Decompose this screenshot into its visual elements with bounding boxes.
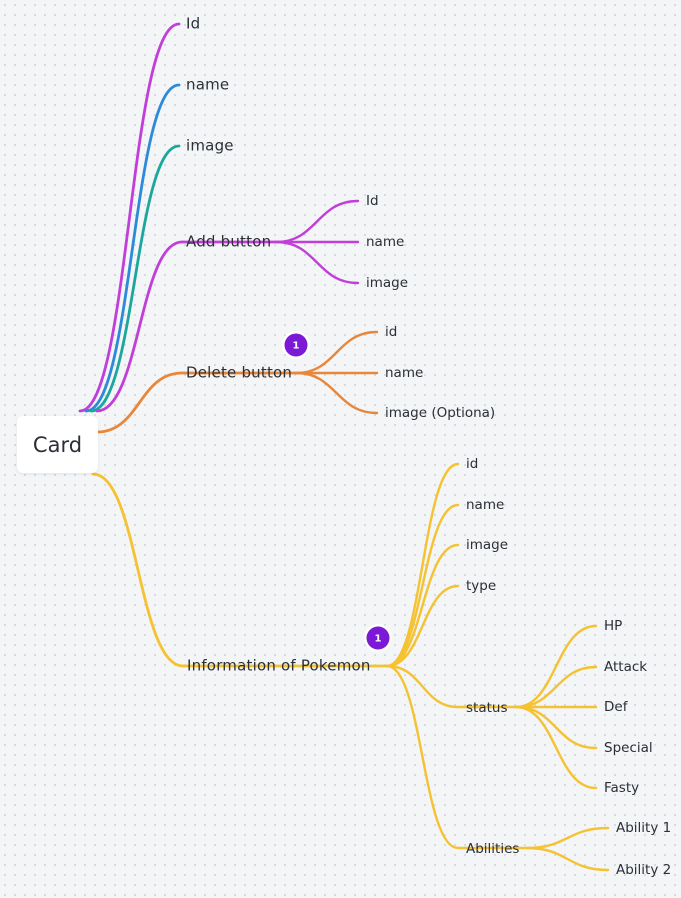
node-add-button-id[interactable]: Id (366, 193, 379, 209)
node-information-of-pokemon-image[interactable]: image (466, 537, 508, 553)
node-name[interactable]: name (186, 76, 229, 94)
edge-delete-button-image-optiona (294, 371, 379, 415)
node-delete-button-id[interactable]: id (385, 324, 397, 340)
edge-information-of-pokemon-name (385, 503, 460, 668)
edge-status-special (514, 705, 598, 750)
node-add-button-image[interactable]: image (366, 275, 408, 291)
node-id[interactable]: Id (186, 15, 200, 33)
node-status-def[interactable]: Def (604, 699, 629, 715)
node-abilities-ability-1[interactable]: Ability 1 (616, 820, 671, 836)
edge-delete-button-id (294, 330, 379, 375)
edge-information-of-pokemon-abilities (385, 664, 460, 850)
node-information-of-pokemon-type[interactable]: type (466, 578, 496, 594)
edge-image (89, 144, 181, 413)
badge-information-of-pokemon[interactable]: 1 (364, 624, 392, 652)
node-information-of-pokemon-abilities[interactable]: Abilities (466, 841, 519, 857)
root-node-card[interactable]: Card (17, 416, 98, 473)
edge-add-button (95, 240, 184, 413)
node-status-hp[interactable]: HP (604, 618, 622, 634)
node-delete-button-image-optiona[interactable]: image (Optiona) (385, 405, 495, 421)
edge-id (78, 22, 181, 413)
edge-name (84, 83, 181, 413)
edge-abilities-ability-2 (525, 846, 610, 872)
node-status-fasty[interactable]: Fasty (604, 780, 639, 796)
node-status-attack[interactable]: Attack (604, 659, 647, 675)
node-delete-button[interactable]: Delete button (186, 364, 292, 382)
edge-information-of-pokemon (91, 472, 185, 668)
edge-status-attack (514, 665, 598, 709)
edge-delete-button (95, 371, 184, 434)
node-information-of-pokemon-id[interactable]: id (466, 456, 478, 472)
badge-information-of-pokemon-dot (366, 626, 390, 650)
edge-information-of-pokemon-image (385, 543, 460, 668)
node-image[interactable]: image (186, 137, 234, 155)
badge-information-of-pokemon-count: 1 (375, 634, 382, 645)
edge-add-button-image (274, 240, 360, 285)
node-add-button-name[interactable]: name (366, 234, 404, 250)
edge-abilities-ability-1 (525, 826, 610, 850)
node-add-button[interactable]: Add button (186, 233, 271, 251)
edge-status-hp (514, 624, 598, 709)
edge-information-of-pokemon-id (385, 462, 460, 668)
node-information-of-pokemon[interactable]: Information of Pokemon (187, 657, 371, 675)
badge-delete-button-dot (284, 333, 308, 357)
root-node-label: Card (32, 432, 83, 457)
node-delete-button-name[interactable]: name (385, 365, 423, 381)
edge-information-of-pokemon-type (385, 584, 460, 668)
edge-information-of-pokemon-status (385, 664, 460, 709)
edge-add-button-id (274, 199, 360, 244)
badge-delete-button[interactable]: 1 (282, 331, 310, 359)
node-information-of-pokemon-status[interactable]: status (466, 700, 507, 716)
node-status-special[interactable]: Special (604, 740, 653, 756)
edge-status-fasty (514, 705, 598, 790)
node-information-of-pokemon-name[interactable]: name (466, 497, 504, 513)
node-abilities-ability-2[interactable]: Ability 2 (616, 862, 671, 878)
badge-delete-button-count: 1 (293, 341, 300, 352)
